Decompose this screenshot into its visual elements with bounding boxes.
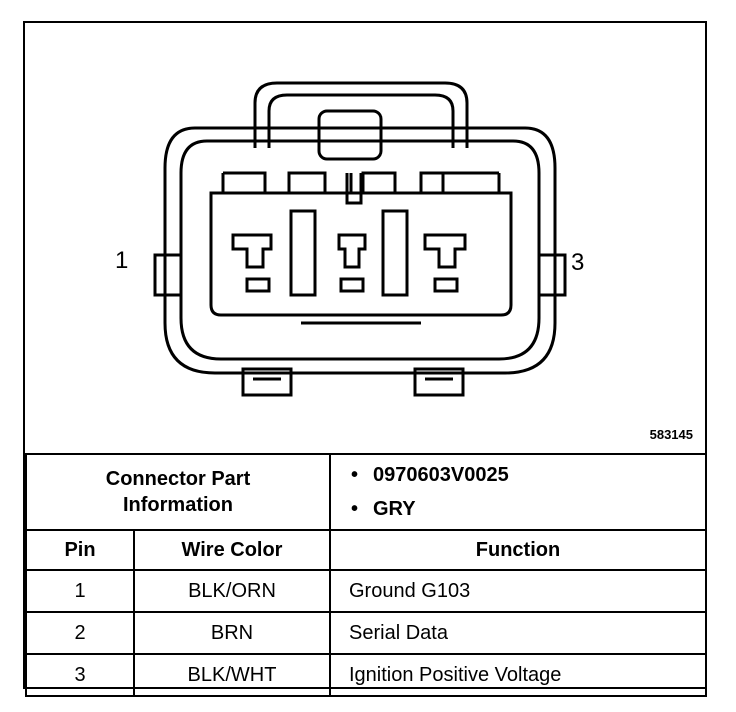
- table-row: 1 BLK/ORN Ground G103: [25, 569, 707, 613]
- header-wire-color: Wire Color: [133, 529, 331, 571]
- right-ear: [539, 253, 567, 297]
- connector-info-row: Connector Part Information 0970603V0025 …: [25, 453, 707, 531]
- row-function: Serial Data: [329, 611, 707, 655]
- figure-id: 583145: [649, 427, 693, 442]
- table-row: 2 BRN Serial Data: [25, 611, 707, 655]
- row-wire-color: BLK/ORN: [133, 569, 331, 613]
- terminal-2: [337, 233, 367, 269]
- terminal-1-slot: [245, 277, 271, 293]
- terminal-3: [423, 233, 467, 269]
- row-wire-color: BRN: [133, 611, 331, 655]
- center-key: [345, 173, 363, 205]
- outer-shell: [163, 126, 557, 375]
- connector-color: GRY: [351, 492, 705, 526]
- pin-3-label: 3: [571, 249, 585, 276]
- pin-1-label: 1: [115, 247, 129, 274]
- table-row: 3 BLK/WHT Ignition Positive Voltage: [25, 653, 707, 697]
- row-pin: 1: [25, 569, 135, 613]
- part-number: 0970603V0025: [351, 458, 705, 492]
- lock-tab: [317, 109, 383, 161]
- row-pin: 2: [25, 611, 135, 655]
- left-ear: [153, 253, 181, 297]
- connector-figure: 1 3 583145 Connector Part Information 09…: [23, 21, 707, 697]
- connector-face-drawing: [153, 81, 567, 397]
- inner-shell: [179, 139, 541, 361]
- divider-left: [289, 209, 317, 297]
- left-foot: [241, 367, 293, 397]
- header-function: Function: [329, 529, 707, 571]
- terminal-3-slot: [433, 277, 459, 293]
- connector-table: Connector Part Information 0970603V0025 …: [25, 453, 707, 697]
- cavity-top-inner: [221, 173, 501, 193]
- connector-info-values: 0970603V0025 GRY: [329, 453, 707, 531]
- info-label-line-1: Connector Part: [105, 468, 251, 490]
- cavity-body: [209, 191, 513, 317]
- row-wire-color: BLK/WHT: [133, 653, 331, 697]
- terminal-2-slot: [339, 277, 365, 293]
- row-pin: 3: [25, 653, 135, 697]
- row-function: Ground G103: [329, 569, 707, 613]
- divider-right: [381, 209, 409, 297]
- row-function: Ignition Positive Voltage: [329, 653, 707, 697]
- latch-inner: [267, 93, 455, 148]
- right-foot: [413, 367, 465, 397]
- header-pin: Pin: [25, 529, 135, 571]
- connector-diagram: 1 3 583145: [25, 23, 705, 453]
- info-label-line-2: Information: [123, 494, 233, 516]
- latch-arch: [253, 81, 469, 148]
- connector-info-label: Connector Part Information: [25, 453, 331, 531]
- terminal-1: [231, 233, 273, 269]
- top-notches: [223, 171, 499, 193]
- table-header-row: Pin Wire Color Function: [25, 529, 707, 571]
